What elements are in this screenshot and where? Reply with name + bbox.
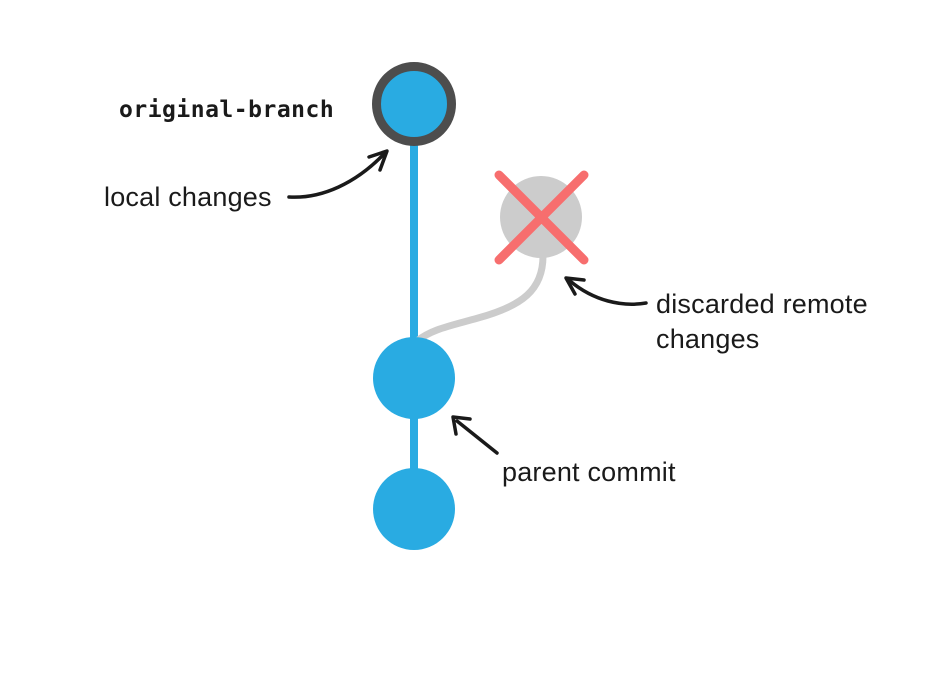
branch-name-label: original-branch <box>119 97 335 123</box>
local-changes-arrow-icon <box>287 149 389 199</box>
earlier-commit-node <box>373 468 455 550</box>
discarded-remote-changes-label: discarded remote changes <box>656 289 868 354</box>
x-mark-icon <box>494 170 589 265</box>
discarded-changes-arrow-icon <box>564 276 648 306</box>
parent-commit-label: parent commit <box>502 457 676 487</box>
head-commit-node <box>372 62 456 146</box>
discarded-link-curve <box>413 252 547 345</box>
parent-commit-arrow-icon <box>451 415 499 455</box>
local-changes-label: local changes <box>104 182 272 212</box>
parent-commit-node <box>373 337 455 419</box>
